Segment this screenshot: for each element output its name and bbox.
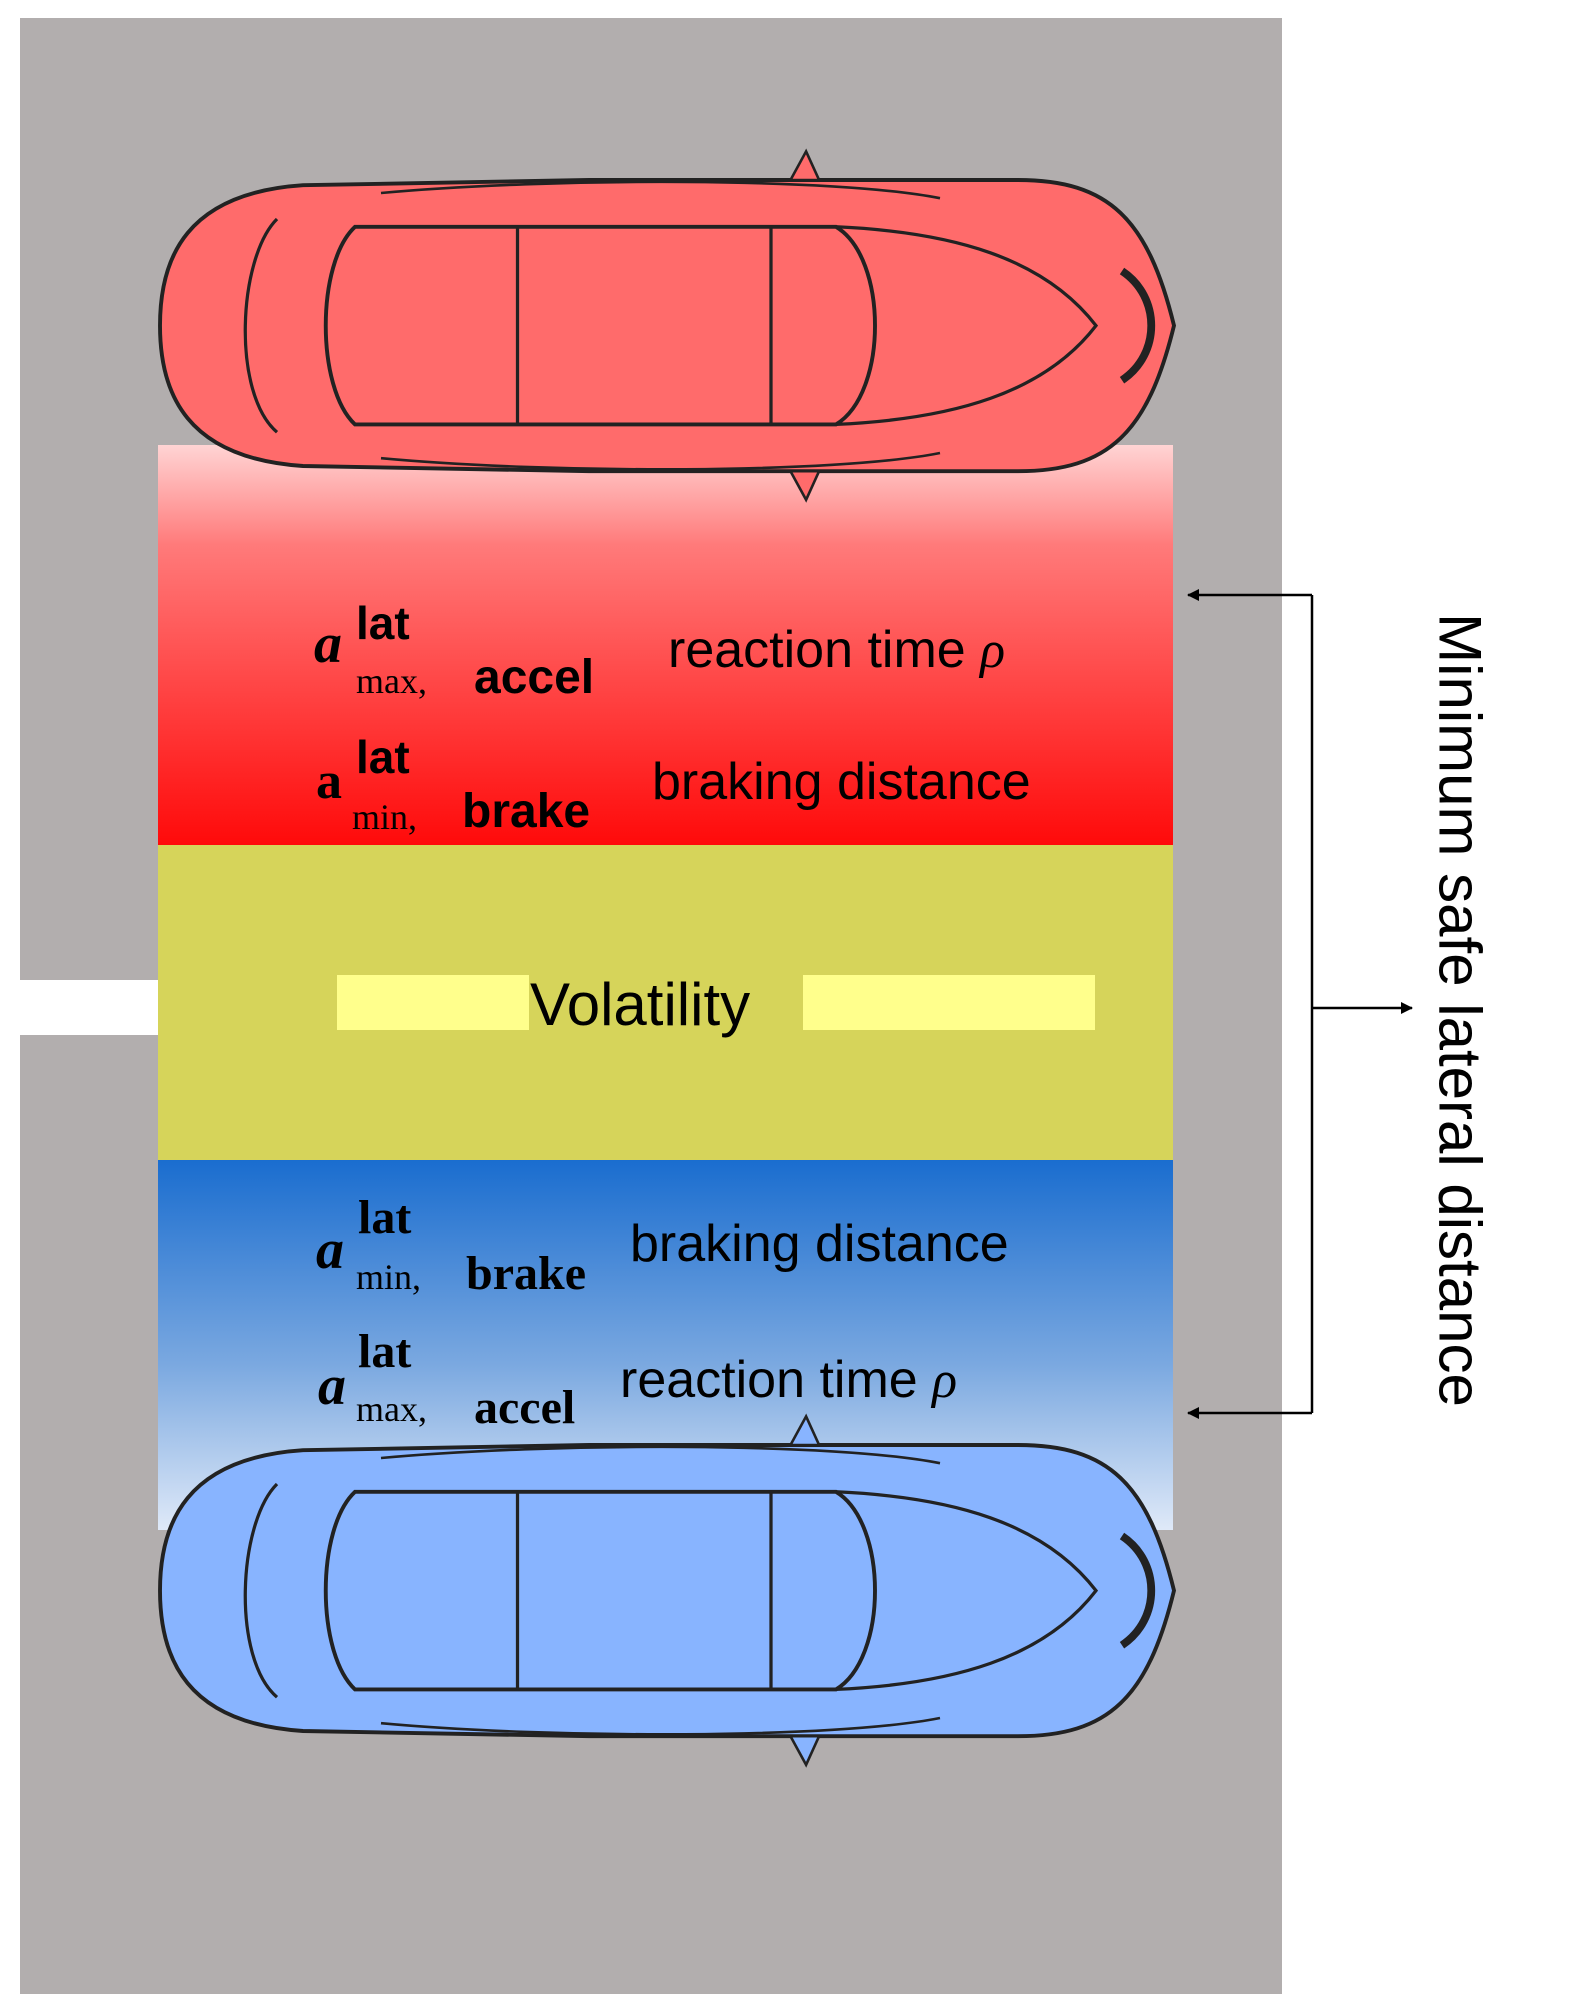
- minimum-safe-lateral-distance-label: Minimum safe lateral distance: [1426, 613, 1494, 1407]
- volatility-highlight-right: [803, 975, 1095, 1030]
- bottom-accel-subscript-a: max,: [356, 1389, 427, 1429]
- top-accel-superscript: lat: [356, 597, 410, 649]
- top-reaction-time-label: reaction time ρ: [668, 620, 1005, 680]
- top-accel-subscript-b: accel: [474, 651, 595, 704]
- double-arrow-icon: [1187, 589, 1314, 1419]
- bottom-brake-superscript: lat: [358, 1191, 412, 1244]
- top-brake-superscript: lat: [356, 731, 410, 783]
- top-brake-symbol: a: [316, 753, 342, 810]
- top-reaction-time-text: reaction time: [668, 621, 981, 679]
- red-zone: [158, 445, 1173, 845]
- top-braking-distance-label: braking distance: [652, 753, 1031, 811]
- bottom-reaction-time-text: reaction time: [620, 1351, 933, 1409]
- top-accel-symbol: a: [314, 613, 342, 675]
- bottom-brake-subscript-b: brake: [466, 1247, 586, 1300]
- bottom-reaction-time-label: reaction time ρ: [620, 1350, 957, 1410]
- top-brake-subscript-a: min,: [352, 797, 418, 837]
- bottom-rho-symbol: ρ: [932, 1352, 958, 1409]
- bottom-accel-symbol: a: [318, 1355, 346, 1417]
- top-car-icon: [160, 151, 1174, 499]
- bottom-accel-subscript-b: accel: [474, 1381, 576, 1434]
- bottom-car-icon: [160, 1416, 1174, 1764]
- bottom-brake-subscript-a: min,: [356, 1257, 422, 1297]
- lane-marking: [20, 980, 158, 1035]
- bottom-braking-distance-label: braking distance: [630, 1215, 1009, 1273]
- volatility-label: Volatility: [530, 971, 751, 1038]
- top-accel-subscript-a: max,: [356, 661, 427, 701]
- bottom-accel-superscript: lat: [358, 1325, 412, 1378]
- volatility-highlight-left: [337, 975, 529, 1030]
- top-brake-subscript-b: brake: [462, 785, 591, 838]
- bottom-brake-symbol: a: [316, 1219, 344, 1281]
- top-rho-symbol: ρ: [980, 622, 1006, 679]
